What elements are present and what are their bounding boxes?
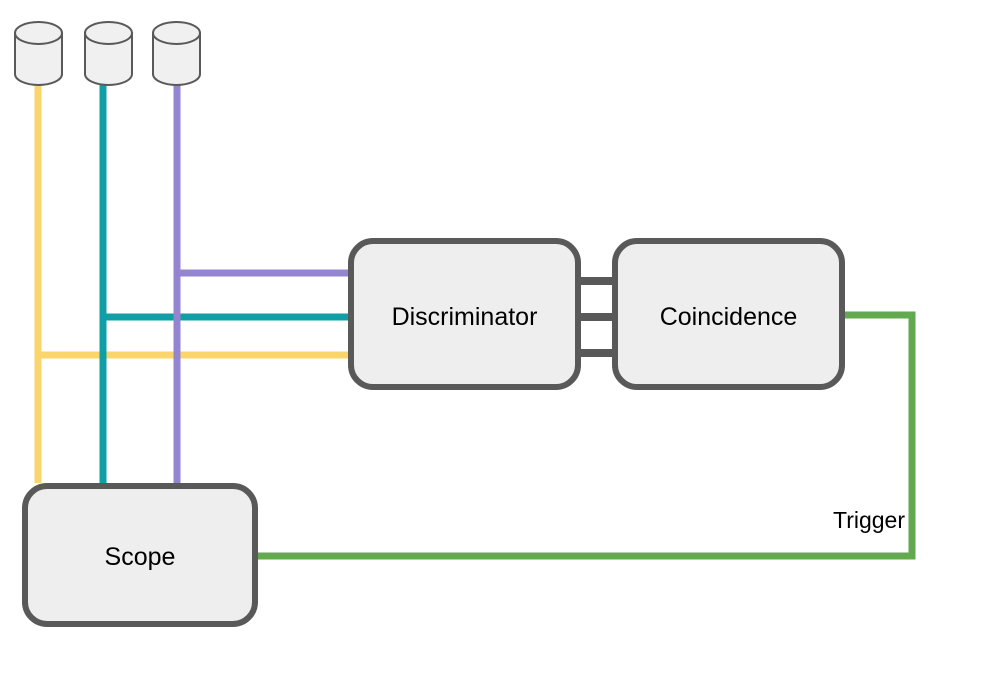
detector-2-top — [84, 21, 133, 45]
connector-middle — [578, 313, 616, 321]
scope-rect — [22, 483, 258, 627]
detector-1[interactable] — [14, 21, 63, 86]
wire-purple — [173, 82, 348, 483]
box-discriminator[interactable]: Discriminator — [348, 238, 581, 390]
discriminator-label: Discriminator — [392, 303, 538, 331]
box-coincidence[interactable]: Coincidence — [612, 238, 845, 390]
discriminator-rect — [348, 238, 581, 390]
inter-box-connectors — [578, 277, 616, 357]
wire-trigger — [258, 311, 916, 560]
detector-2-body — [84, 32, 133, 86]
detector-3-top — [152, 21, 201, 45]
detector-1-top — [14, 21, 63, 45]
detector-1-body — [14, 32, 63, 86]
wire-trigger-path — [258, 311, 916, 560]
coincidence-label: Coincidence — [660, 303, 798, 331]
box-scope[interactable]: Scope — [22, 483, 258, 627]
wire-teal — [99, 82, 348, 483]
connector-bottom — [578, 349, 616, 357]
connector-top — [578, 277, 616, 285]
detector-3[interactable] — [152, 21, 201, 86]
coincidence-rect — [612, 238, 845, 390]
trigger-label: Trigger — [833, 507, 905, 533]
detector-3-body — [152, 32, 201, 86]
detector-2[interactable] — [84, 21, 133, 86]
scope-label: Scope — [105, 543, 176, 571]
wire-yellow — [34, 82, 348, 483]
